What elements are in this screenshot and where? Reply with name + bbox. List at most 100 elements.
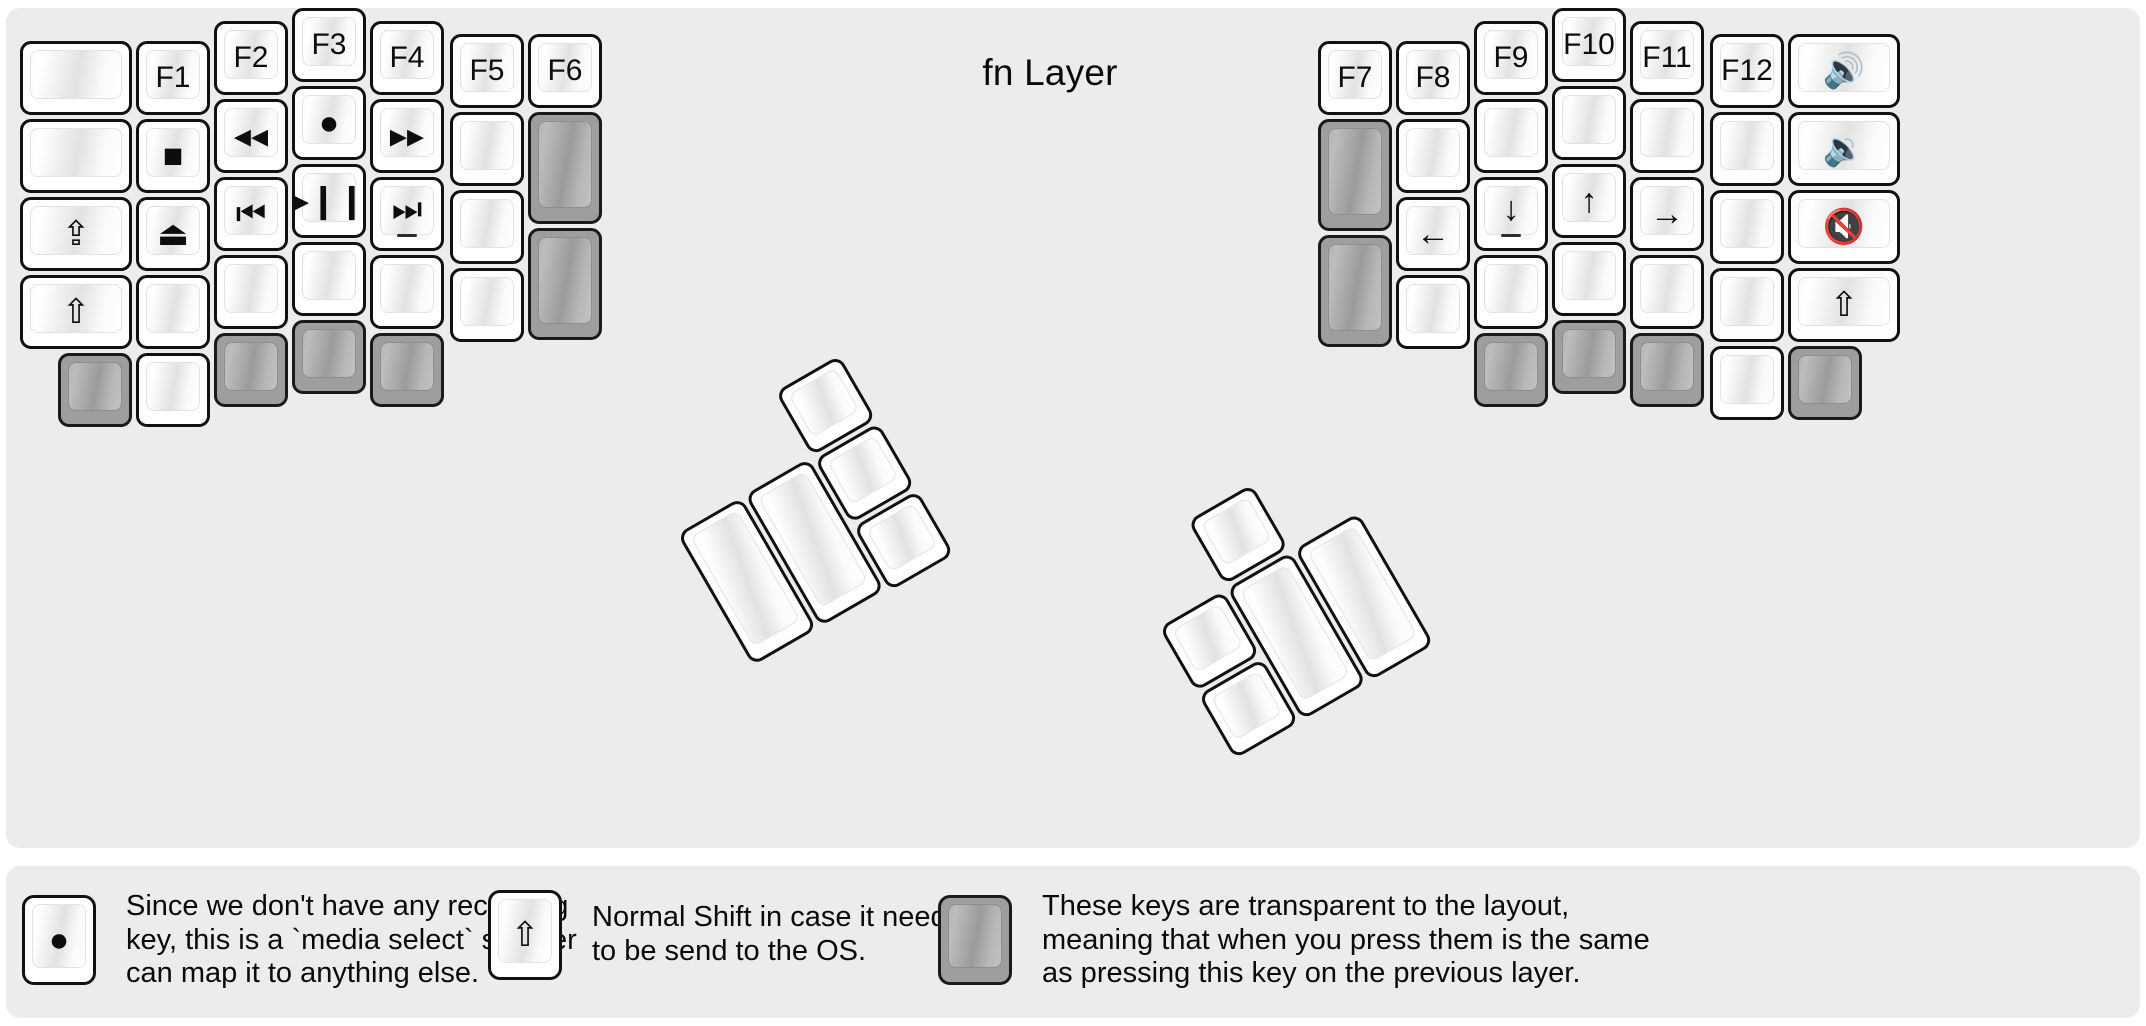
key-blank-l6r2[interactable] — [450, 112, 524, 186]
key-arrow-right[interactable]: → — [1630, 177, 1704, 251]
key-f9[interactable]: F9 — [1474, 21, 1548, 95]
key-shift-left[interactable]: ⇧ — [20, 275, 132, 349]
key-surface — [302, 329, 356, 378]
key-trans-r4r5[interactable] — [1552, 320, 1626, 394]
key-trans-r1r3[interactable] — [1318, 235, 1392, 347]
key-volume-down[interactable]: 🔉 — [1788, 112, 1900, 186]
legend-record-key: ● — [22, 895, 96, 986]
key-blank-r6r2[interactable] — [1710, 112, 1784, 186]
key-blank-l2r4[interactable] — [136, 275, 210, 349]
key-trans-l1r5[interactable] — [58, 353, 132, 427]
key-f10[interactable]: F10 — [1552, 8, 1626, 82]
key-f3[interactable]: F3 — [292, 8, 366, 82]
key-f8[interactable]: F8 — [1396, 41, 1470, 115]
key-blank-l6r4[interactable] — [450, 268, 524, 342]
key-trans-l3r5[interactable] — [214, 333, 288, 407]
legend-key-surface — [498, 899, 552, 963]
key-surface — [538, 121, 592, 208]
legend-shift-key: ⇧ — [488, 890, 562, 980]
stop-icon-surface — [146, 128, 200, 177]
key-f5[interactable]: F5 — [450, 34, 524, 108]
arrow-right-icon-surface — [1640, 186, 1694, 235]
key-surface — [1562, 251, 1616, 300]
key-surface — [538, 237, 592, 324]
key-surface — [380, 30, 434, 79]
key-trans-r1r2[interactable] — [1318, 119, 1392, 231]
key-volume-up[interactable]: 🔊 — [1788, 34, 1900, 108]
key-blank-r6r5[interactable] — [1710, 346, 1784, 420]
key-blank-r2r4[interactable] — [1396, 275, 1470, 349]
key-volume-mute[interactable]: 🔇 — [1788, 190, 1900, 264]
key-blank-l5r4[interactable] — [370, 255, 444, 329]
key-blank-r5r4[interactable] — [1630, 255, 1704, 329]
arrow-up-icon-surface — [1562, 173, 1616, 222]
key-blank-l1r1[interactable] — [20, 41, 132, 115]
key-arrow-down[interactable]: ↓ — [1474, 177, 1548, 251]
key-trans-l5r5[interactable] — [370, 333, 444, 407]
key-surface — [380, 342, 434, 391]
key-play-pause[interactable]: ▸❙❙ — [292, 164, 366, 238]
volume-down-icon-surface — [1798, 121, 1890, 170]
key-blank-r6r4[interactable] — [1710, 268, 1784, 342]
key-shift-right[interactable]: ⇧ — [1788, 268, 1900, 342]
key-trans-r3r5[interactable] — [1474, 333, 1548, 407]
key-surface — [1640, 264, 1694, 313]
key-surface — [1640, 108, 1694, 157]
key-blank-r3r4[interactable] — [1474, 255, 1548, 329]
key-next-track[interactable]: ⏭ — [370, 177, 444, 251]
key-surface — [460, 199, 514, 248]
key-media-record[interactable]: ● — [292, 86, 366, 160]
key-blank-l3r4[interactable] — [214, 255, 288, 329]
legend-shift: ⇧Normal Shift in case it needs to be sen… — [488, 890, 961, 980]
key-surface — [224, 30, 278, 79]
key-caps-lock[interactable]: ⇪ — [20, 197, 132, 271]
key-rewind[interactable]: ◂◂ — [214, 99, 288, 173]
volume-mute-icon-surface — [1798, 199, 1890, 248]
key-blank-r4r4[interactable] — [1552, 242, 1626, 316]
key-surface — [380, 264, 434, 313]
key-blank-l2r5[interactable] — [136, 353, 210, 427]
key-trans-l4r5[interactable] — [292, 320, 366, 394]
key-surface — [224, 264, 278, 313]
shift-icon-surface — [1798, 277, 1890, 326]
key-trans-r5r5[interactable] — [1630, 333, 1704, 407]
key-arrow-up[interactable]: ↑ — [1552, 164, 1626, 238]
key-f4[interactable]: F4 — [370, 21, 444, 95]
legend-transparent-text: These keys are transparent to the layout… — [1042, 890, 1650, 990]
key-blank-l1r2[interactable] — [20, 119, 132, 193]
key-surface — [30, 128, 122, 177]
key-f11[interactable]: F11 — [1630, 21, 1704, 95]
key-f6[interactable]: F6 — [528, 34, 602, 108]
key-surface — [866, 502, 938, 573]
key-blank-r4r2[interactable] — [1552, 86, 1626, 160]
key-f12[interactable]: F12 — [1710, 34, 1784, 108]
key-blank-r3r2[interactable] — [1474, 99, 1548, 173]
key-trans-l7r3[interactable] — [528, 228, 602, 340]
key-surface — [1328, 244, 1382, 331]
key-media-eject[interactable]: ⏏ — [136, 197, 210, 271]
key-trans-l7r2[interactable] — [528, 112, 602, 224]
rewind-icon-surface — [224, 108, 278, 157]
key-media-stop[interactable]: ■ — [136, 119, 210, 193]
key-blank-l6r3[interactable] — [450, 190, 524, 264]
key-surface — [68, 362, 122, 411]
key-arrow-left[interactable]: ← — [1396, 197, 1470, 271]
key-fast-forward[interactable]: ▸▸ — [370, 99, 444, 173]
key-surface — [146, 284, 200, 333]
legend-transparent-key — [938, 895, 1012, 986]
arrow-left-icon-surface — [1406, 206, 1460, 255]
key-blank-r5r2[interactable] — [1630, 99, 1704, 173]
key-blank-l4r4[interactable] — [292, 242, 366, 316]
key-blank-r2r2[interactable] — [1396, 119, 1470, 193]
key-f2[interactable]: F2 — [214, 21, 288, 95]
volume-up-icon-surface — [1798, 43, 1890, 92]
key-blank-r6r3[interactable] — [1710, 190, 1784, 264]
key-trans-r7r5[interactable] — [1788, 346, 1862, 420]
key-surface — [146, 50, 200, 99]
key-f7[interactable]: F7 — [1318, 41, 1392, 115]
key-f1[interactable]: F1 — [136, 41, 210, 115]
key-surface — [1720, 277, 1774, 326]
key-prev-track[interactable]: ⏮ — [214, 177, 288, 251]
key-surface — [1562, 95, 1616, 144]
